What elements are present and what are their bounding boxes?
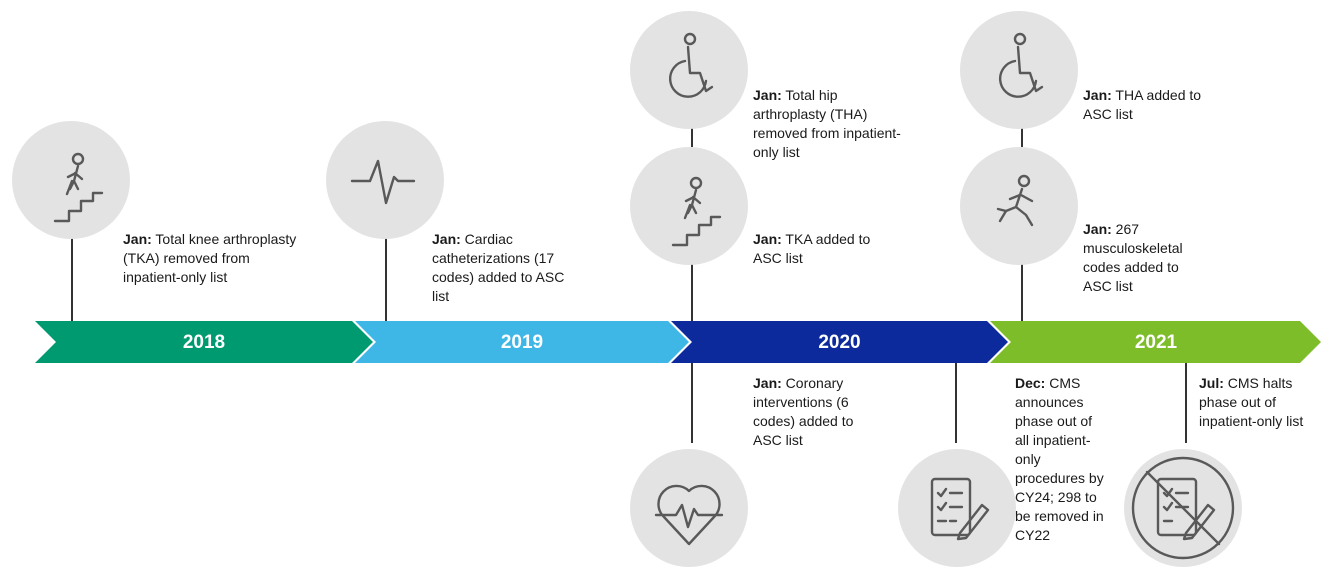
stem-dec-below: [955, 363, 957, 443]
heartbeat-pulse-icon: [326, 121, 444, 239]
stem-2020-lower: [691, 237, 693, 321]
event-2020-tka-added: Jan: TKA added to ASC list: [753, 230, 873, 268]
event-month: Jan:: [1083, 221, 1112, 237]
year-label-2019: 2019: [500, 332, 544, 353]
wheelchair-icon: [630, 11, 748, 129]
event-text: Coronary interventions (6 codes) added t…: [753, 375, 854, 448]
year-label-2020: 2020: [818, 332, 861, 353]
running-person-icon: [960, 147, 1078, 265]
stem-jul-below: [1185, 363, 1187, 443]
year-label-2018: 2018: [182, 332, 226, 353]
heart-pulse-icon: [630, 449, 748, 567]
event-text: Total knee arthroplasty (TKA) removed fr…: [123, 231, 297, 285]
event-2021-tha-added: Jan: THA added to ASC list: [1083, 86, 1203, 124]
checklist-icon: [898, 449, 1016, 567]
event-text: CMS announces phase out of all inpatient…: [1015, 375, 1104, 543]
stem-2020-below: [691, 363, 693, 443]
segment-2019-arrow: [355, 321, 689, 363]
event-month: Dec:: [1015, 375, 1046, 391]
stem-2020-upper: [691, 117, 693, 147]
event-month: Jan:: [753, 375, 782, 391]
event-2020-tha-removed: Jan: Total hip arthroplasty (THA) remove…: [753, 86, 913, 162]
event-2020-coronary: Jan: Coronary interventions (6 codes) ad…: [753, 374, 881, 450]
segment-2021-arrow: [990, 321, 1321, 363]
event-text: TKA added to ASC list: [753, 231, 871, 266]
stairs-icon: [630, 147, 748, 265]
wheelchair-icon: [960, 11, 1078, 129]
event-text: Total hip arthroplasty (THA) removed fro…: [753, 87, 901, 160]
event-text: Cardiac catheterizations (17 codes) adde…: [432, 231, 565, 304]
stem-2021-lower: [1021, 237, 1023, 321]
stairs-icon: [12, 121, 130, 239]
event-2018-tka-removed: Jan: Total knee arthroplasty (TKA) remov…: [123, 230, 303, 287]
year-label-2021: 2021: [1134, 332, 1178, 353]
stem-2018: [71, 237, 73, 321]
event-month: Jul:: [1199, 375, 1224, 391]
event-month: Jan:: [753, 231, 782, 247]
segment-2020-arrow: [671, 321, 1008, 363]
event-text: CMS halts phase out of inpatient-only li…: [1199, 375, 1304, 429]
crossed-out-checklist-icon: [1124, 449, 1242, 567]
event-month: Jan:: [1083, 87, 1112, 103]
event-month: Jan:: [432, 231, 461, 247]
event-2021-msk-codes: Jan: 267 musculoskeletal codes added to …: [1083, 220, 1183, 296]
event-2019-cardiac-cath: Jan: Cardiac catheterizations (17 codes)…: [432, 230, 572, 306]
event-text: THA added to ASC list: [1083, 87, 1202, 122]
event-month: Jan:: [753, 87, 782, 103]
event-text: 267 musculoskeletal codes added to ASC l…: [1083, 221, 1183, 294]
segment-2018-arrow: [35, 321, 373, 363]
event-2020-dec-cms: Dec: CMS announces phase out of all inpa…: [1015, 374, 1105, 545]
stem-2019: [385, 237, 387, 321]
stem-2021-upper: [1021, 117, 1023, 147]
event-2021-jul-halt: Jul: CMS halts phase out of inpatient-on…: [1199, 374, 1329, 431]
event-month: Jan:: [123, 231, 152, 247]
